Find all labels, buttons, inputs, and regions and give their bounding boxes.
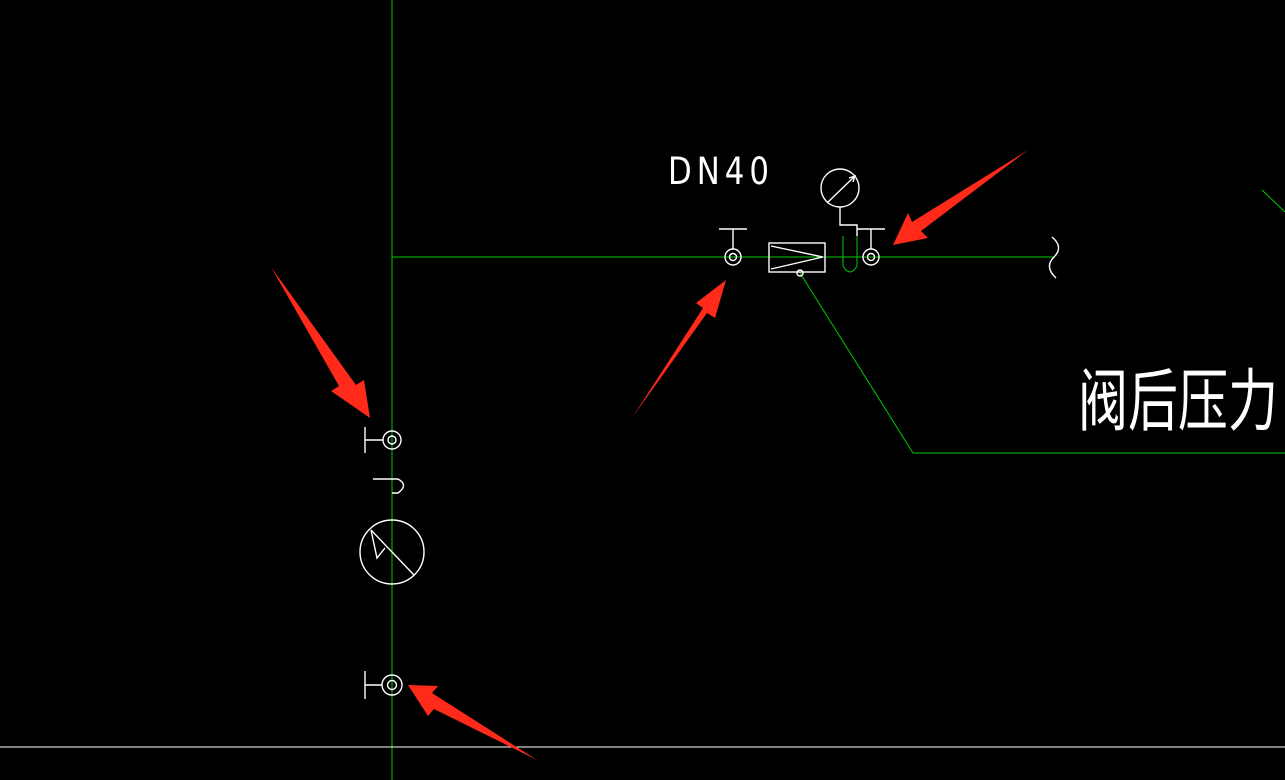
gauge-siphon-loop [842,236,858,273]
pipe-break-symbol [1048,236,1060,279]
ball-valve-right-icon[interactable] [857,228,885,266]
arrow-pointer-icon [408,685,537,760]
corner-line-fragment [1261,189,1285,213]
leader-line [799,272,1285,454]
pipe-network [391,0,1285,780]
pipe-size-label: DN40 [668,150,774,193]
ball-valve-lower-icon[interactable] [364,671,403,699]
ball-valve-left-icon[interactable] [719,228,747,266]
ball-valve-upper-icon[interactable] [364,427,402,453]
valve-note-label: 阀后压力 [1078,363,1278,442]
annotation-arrows [271,150,1028,760]
siphon-loop-icon [373,478,405,494]
pressure-reducing-valve-icon[interactable] [768,242,826,277]
arrow-pointer-icon [632,280,726,418]
pressure-gauge-riser-icon[interactable] [359,519,425,585]
pressure-gauge-top-icon[interactable] [820,168,860,236]
arrow-pointer-icon [893,150,1028,245]
arrow-pointer-icon [271,267,370,418]
